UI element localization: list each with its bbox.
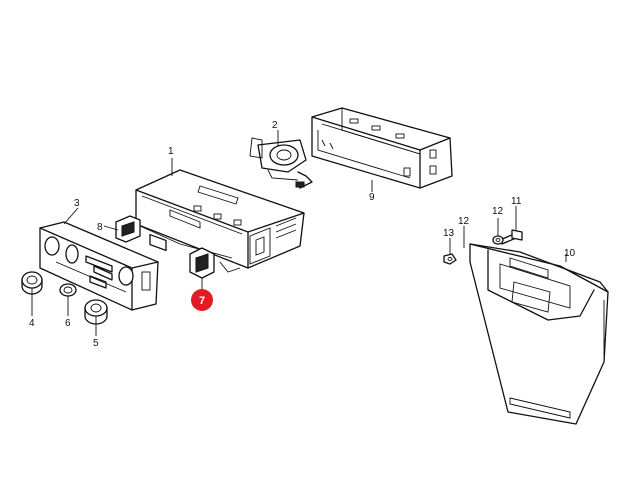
callout-6: 6 (65, 318, 71, 329)
part-13-nut[interactable] (443, 253, 457, 265)
callout-9: 9 (369, 192, 375, 203)
callout-13: 13 (443, 228, 455, 239)
part-6-small-knob[interactable] (59, 283, 77, 297)
part-1-main-control-unit[interactable] (135, 169, 305, 273)
callout-5: 5 (93, 338, 99, 349)
callout-11: 11 (511, 196, 522, 207)
callout-12: 12 (492, 206, 504, 217)
callout-12-washer-label: 12 (458, 216, 470, 227)
callout-1: 1 (168, 146, 174, 157)
part-8-rocker-switch[interactable] (115, 215, 141, 243)
callout-7-highlight[interactable]: 7 (191, 289, 213, 311)
part-11-screw[interactable] (499, 229, 523, 245)
part-12-washer[interactable] (492, 235, 504, 245)
part-9-mounting-housing[interactable] (311, 107, 453, 189)
callout-2: 2 (272, 120, 278, 131)
part-3-front-panel[interactable] (39, 221, 159, 311)
callout-8: 8 (97, 222, 103, 233)
callout-7: 7 (199, 295, 205, 307)
part-4-rotary-knob[interactable] (21, 271, 43, 295)
callout-10: 10 (564, 248, 576, 259)
part-7-switch[interactable] (189, 247, 215, 279)
part-2-control-motor[interactable] (249, 137, 313, 189)
part-10-bracket-plate[interactable] (469, 243, 609, 425)
leader-lines (31, 130, 567, 336)
callout-4: 4 (29, 318, 35, 329)
highlight-badge[interactable] (191, 289, 213, 311)
callout-3: 3 (74, 198, 80, 209)
